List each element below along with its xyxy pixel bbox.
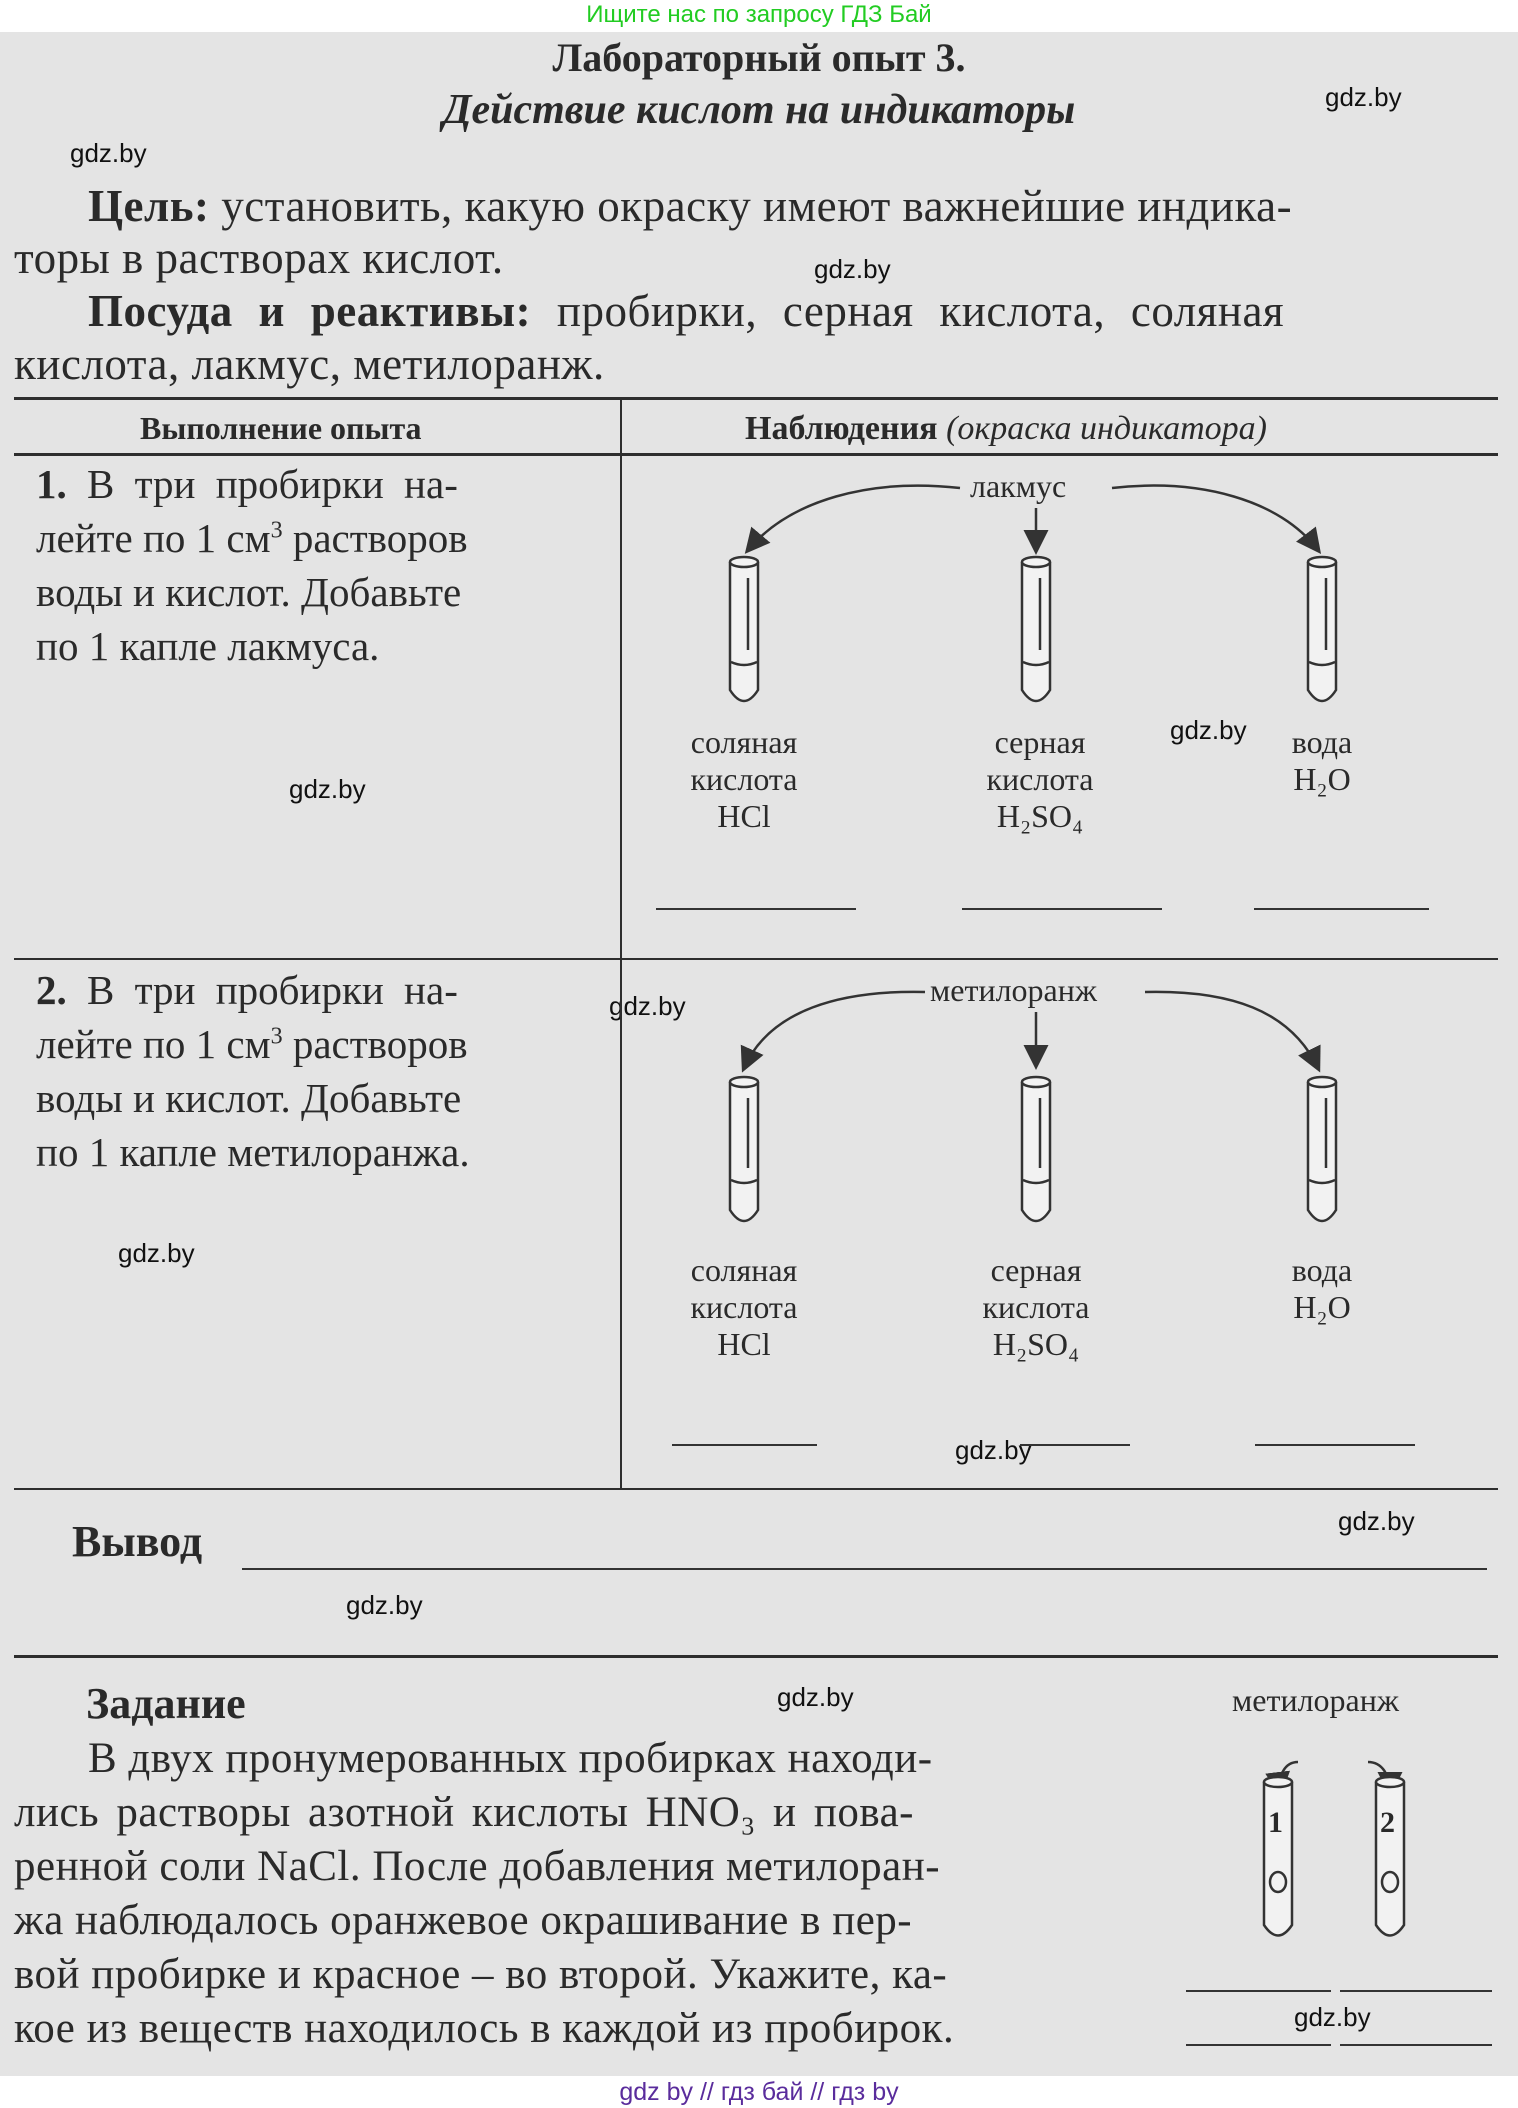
row2-line3: воды и кислот. Добавьте (36, 1075, 462, 1121)
watermark: gdz.by (1294, 2002, 1371, 2032)
watermark: gdz.by (1325, 82, 1402, 112)
task-line: кое из веществ находилось в каждой из пр… (14, 2005, 955, 2052)
observations-note: (окраска индикатора) (946, 410, 1267, 447)
task-line: В двух пронумерованных пробирках находи- (88, 1735, 933, 1782)
task-indicator-label: метилоранж (1232, 1682, 1399, 1718)
table-column-divider (620, 399, 622, 1489)
col-header-procedure: Выполнение опыта (140, 410, 422, 446)
test-tube-icon (728, 1075, 760, 1223)
watermark: gdz.by (955, 1435, 1032, 1465)
tube-number: 2 (1380, 1806, 1395, 1839)
step-number: 2. (36, 967, 67, 1013)
equipment-line-1: Посуда и реактивы: пробирки, серная кисл… (88, 285, 1284, 337)
step-number: 1. (36, 461, 67, 507)
row2-line2: лейте по 1 см3 растворов (36, 1020, 468, 1068)
watermark: gdz.by (1170, 715, 1247, 745)
step-text: лейте по 1 см (36, 1021, 271, 1067)
table-top-border (14, 397, 1498, 400)
answer-blank[interactable] (1340, 2044, 1492, 2046)
step-text: растворов (282, 1021, 468, 1067)
observations-label: Наблюдения (745, 410, 938, 447)
goal-label: Цель: (88, 181, 210, 231)
watermark: gdz.by (346, 1590, 423, 1620)
watermark: gdz.by (118, 1238, 195, 1268)
table-bottom-border (14, 1488, 1498, 1490)
row1-line4: по 1 капле лакмуса. (36, 623, 380, 669)
answer-blank[interactable] (1254, 908, 1429, 910)
page-subtitle: Действие кислот на индикаторы (442, 87, 1076, 133)
answer-blank[interactable] (1255, 1444, 1415, 1446)
step-text: В три пробирки на- (87, 461, 458, 507)
goal-text: установить, какую окраску имеют важнейши… (221, 181, 1293, 231)
test-tube-icon (728, 555, 760, 703)
table-row-divider (14, 958, 1498, 960)
test-tube-icon (1020, 555, 1052, 703)
row1-line2: лейте по 1 см3 растворов (36, 514, 468, 562)
conclusion-label: Вывод (72, 1517, 203, 1566)
indicator-label-litmus: лакмус (970, 468, 1067, 504)
indicator-label-methyl-orange: метилоранж (930, 972, 1097, 1008)
arrow-icon (1111, 484, 1322, 554)
row1-line1: 1. В три пробирки на- (36, 460, 458, 508)
goal-line-1: Цель: установить, какую окраску имеют ва… (88, 180, 1292, 232)
answer-blank[interactable] (1020, 1444, 1130, 1446)
equipment-line-2: кислота, лакмус, метилоранж. (14, 339, 605, 389)
section-divider (14, 1655, 1498, 1658)
test-tube-icon (1306, 555, 1338, 703)
tube-number: 1 (1268, 1806, 1283, 1839)
col-header-observations: Наблюдения (окраска индикатора) (745, 410, 1267, 448)
row2-line4: по 1 капле метилоранжа. (36, 1129, 470, 1175)
test-tube-icon (1262, 1775, 1294, 1937)
watermark: gdz.by (777, 1682, 854, 1712)
test-tube-icon (1020, 1075, 1052, 1223)
superscript: 3 (270, 1023, 283, 1050)
answer-blank[interactable] (656, 908, 856, 910)
task-label: Задание (86, 1679, 246, 1728)
row2-line1: 2. В три пробирки на- (36, 966, 458, 1014)
equipment-label: Посуда и реактивы: (88, 286, 532, 336)
arrow-icon (744, 484, 961, 554)
step-text: лейте по 1 см (36, 515, 271, 561)
task-line: ренной соли NaCl. После добавления метил… (14, 1843, 941, 1890)
arrow-icon (740, 990, 926, 1073)
task-line: вой пробирке и красное – во второй. Укаж… (14, 1951, 948, 1998)
table-header-border (14, 453, 1498, 456)
answer-blank[interactable] (1186, 1990, 1331, 1992)
answer-blank[interactable] (1186, 2044, 1331, 2046)
watermark: gdz.by (70, 138, 147, 168)
search-banner[interactable]: Ищите нас по запросу ГДЗ Бай (0, 0, 1518, 32)
task-line: жа наблюдалось оранжевое окрашивание в п… (14, 1897, 913, 1944)
watermark: gdz.by (1338, 1506, 1415, 1536)
footer-links[interactable]: gdz by // гдз бай // гдз by (0, 2076, 1518, 2108)
test-tube-icon (1306, 1075, 1338, 1223)
row1-line3: воды и кислот. Добавьте (36, 569, 462, 615)
watermark: gdz.by (814, 254, 891, 284)
answer-blank[interactable] (962, 908, 1162, 910)
equipment-text: пробирки, серная кислота, соляная (556, 286, 1285, 336)
task-line: лись растворы азотной кислоты HNO₃ и пов… (14, 1789, 914, 1836)
watermark: gdz.by (289, 774, 366, 804)
goal-line-2: торы в растворах кислот. (14, 233, 504, 283)
arrow-icon (1144, 990, 1321, 1073)
superscript: 3 (270, 517, 283, 544)
answer-blank[interactable] (1340, 1990, 1492, 1992)
step-text: растворов (282, 515, 468, 561)
step-text: В три пробирки на- (87, 967, 458, 1013)
conclusion-line[interactable] (242, 1568, 1487, 1570)
answer-blank[interactable] (672, 1444, 817, 1446)
page-title: Лабораторный опыт 3. (552, 35, 966, 80)
test-tube-icon (1374, 1775, 1406, 1937)
